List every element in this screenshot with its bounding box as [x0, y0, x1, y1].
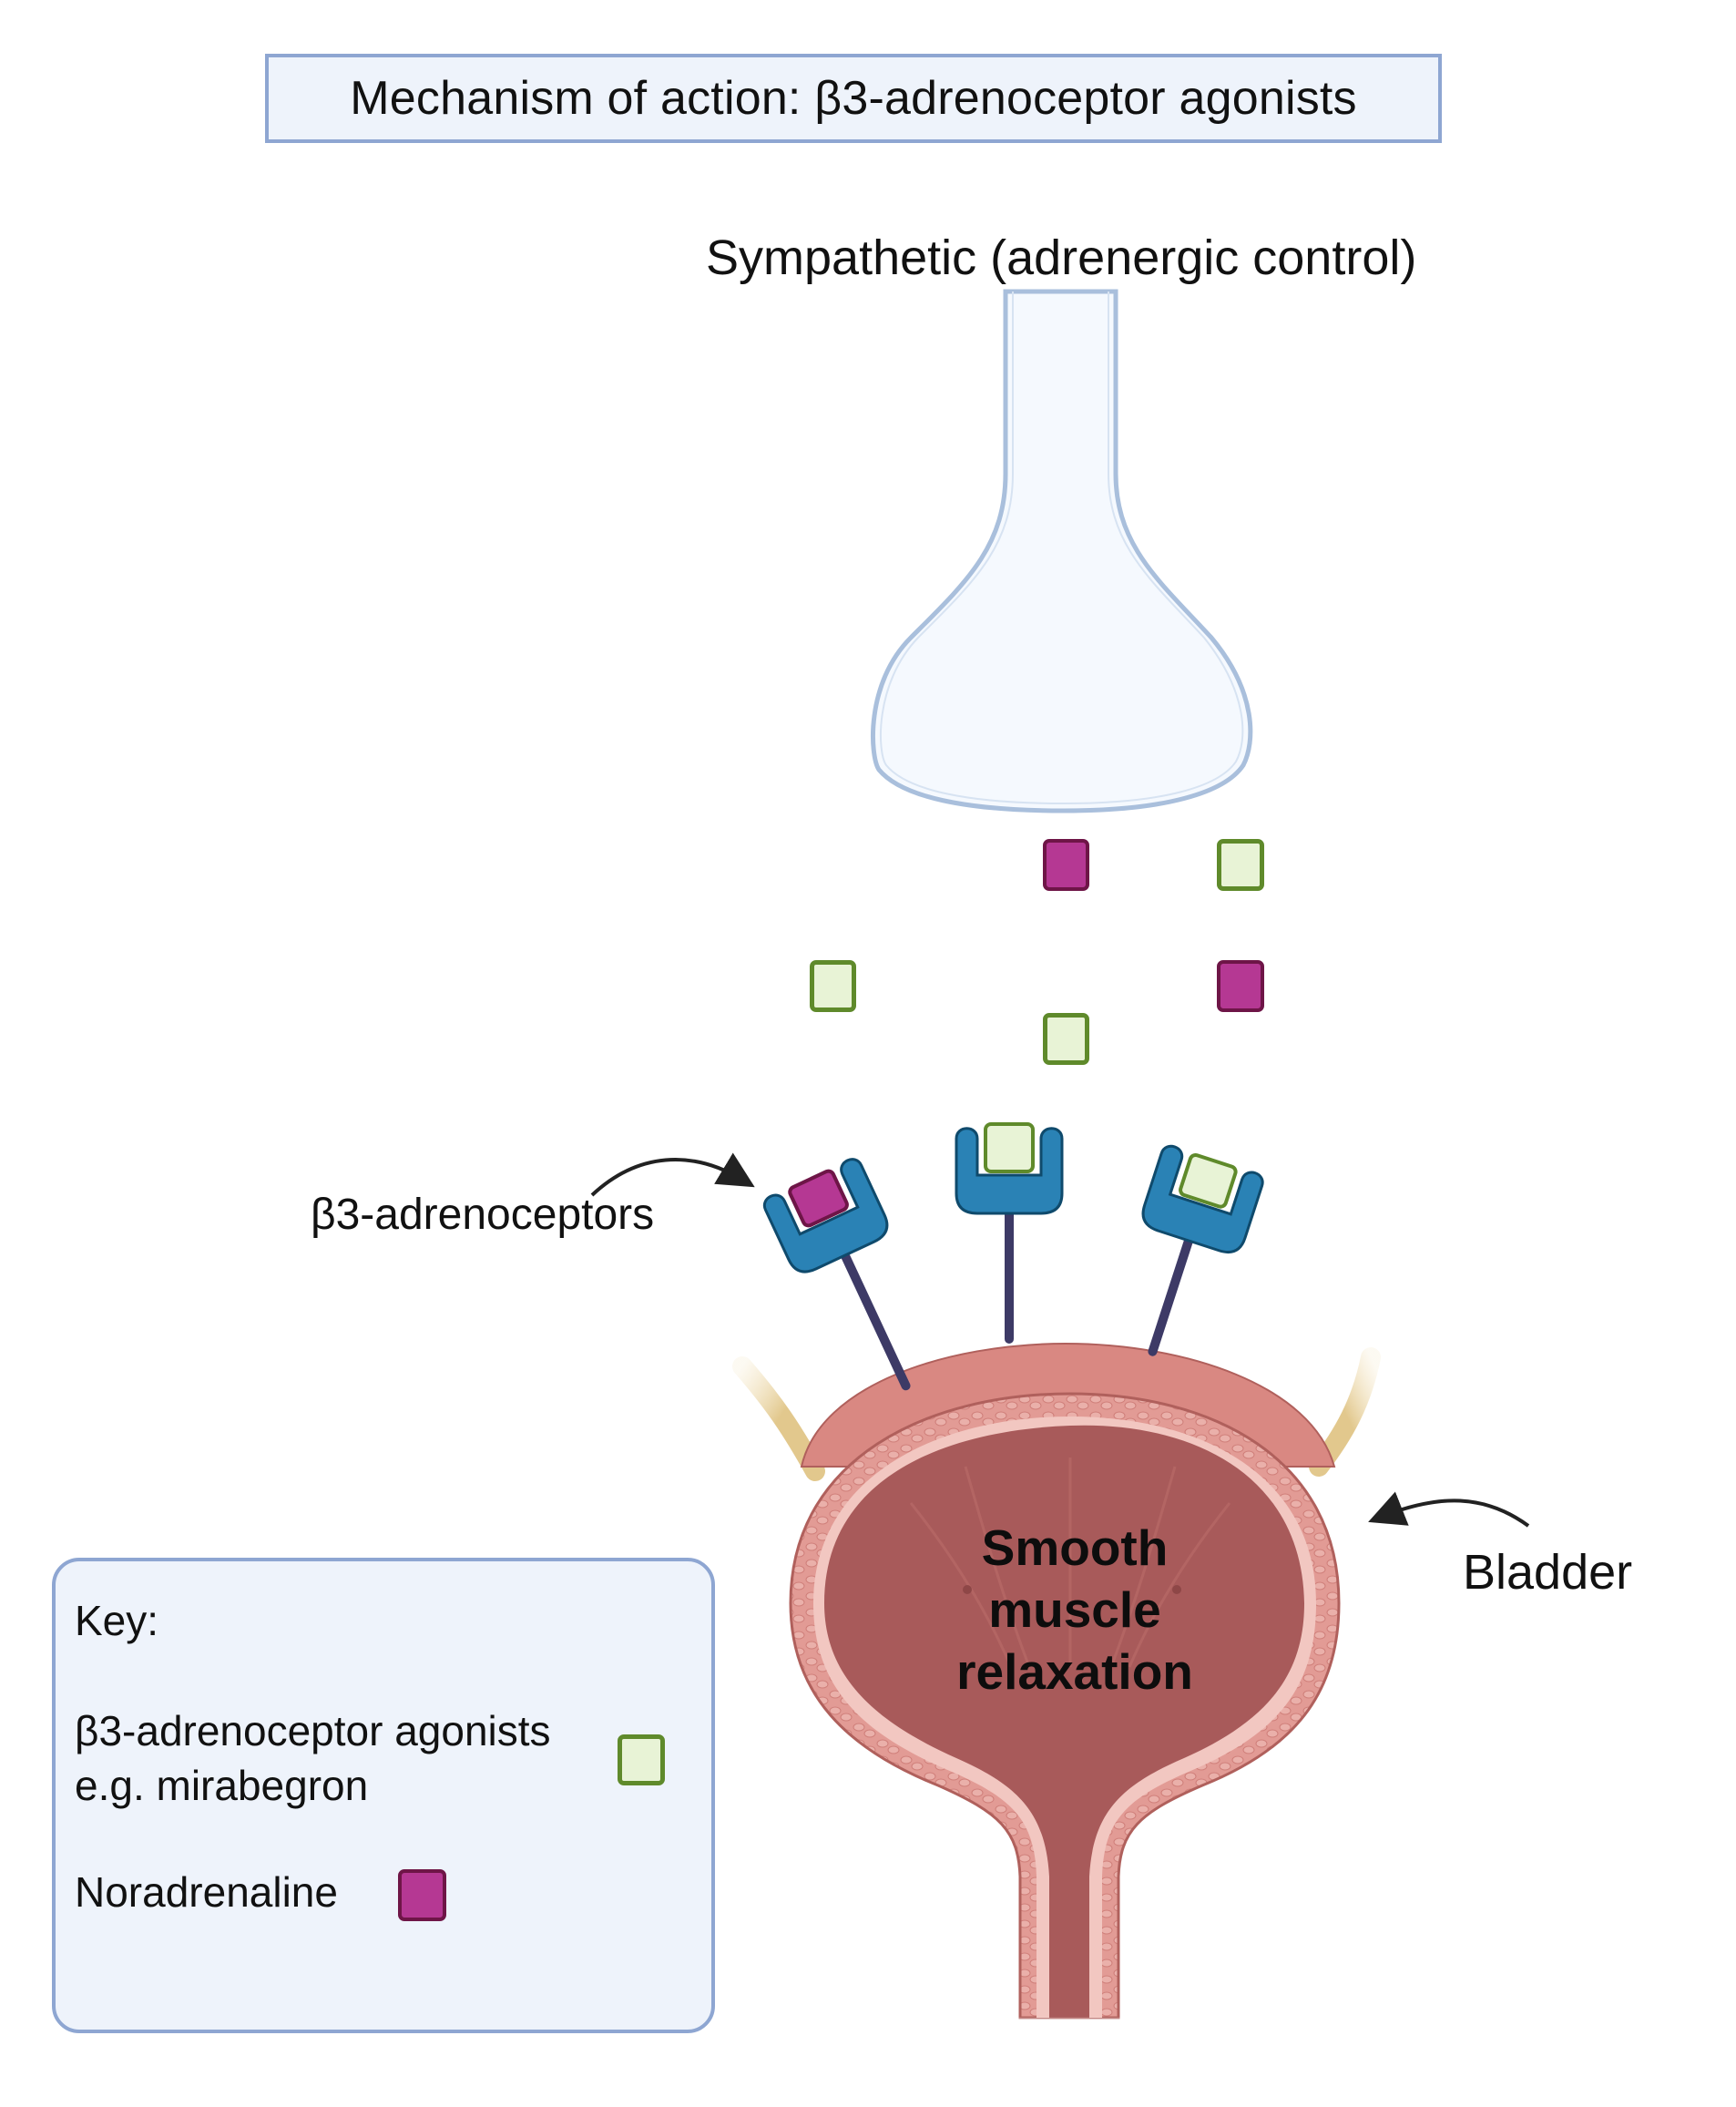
receptors	[762, 1122, 1264, 1391]
effect-label: Smooth muscle relaxation	[947, 1517, 1202, 1703]
neuron-terminal	[871, 273, 1253, 813]
agonist-molecule	[810, 960, 856, 1012]
key-item-agonist: β3-adrenoceptor agonists e.g. mirabegron	[75, 1703, 551, 1813]
key-box	[52, 1558, 715, 2033]
agonist-molecule	[1217, 839, 1264, 891]
bound-agonist	[1179, 1152, 1238, 1209]
key-agonist-symbol	[618, 1734, 665, 1785]
key-item-label: β3-adrenoceptor agonists	[75, 1707, 551, 1754]
effect-line: Smooth	[981, 1519, 1169, 1576]
receptors-label: β3-adrenoceptors	[311, 1191, 655, 1239]
agonist-molecule	[1043, 1013, 1089, 1065]
bound-noradrenaline	[788, 1169, 849, 1228]
bladder-label: Bladder	[1463, 1545, 1633, 1600]
key-noradrenaline-symbol	[398, 1869, 446, 1921]
effect-line: muscle	[988, 1581, 1161, 1638]
key-title: Key:	[75, 1597, 159, 1644]
bladder-pointer-arrow	[1368, 1491, 1530, 1528]
title-box: Mechanism of action: β3-adrenoceptor ago…	[265, 54, 1442, 143]
bladder	[789, 1342, 1341, 2022]
sympathetic-label: Sympathetic (adrenergic control)	[706, 230, 1417, 285]
key-item-sublabel: e.g. mirabegron	[75, 1762, 369, 1809]
receptor-3	[1141, 1144, 1264, 1356]
bound-agonist	[984, 1122, 1035, 1173]
key-item-noradrenaline: Noradrenaline	[75, 1868, 338, 1916]
noradrenaline-molecule	[1043, 839, 1089, 891]
receptor-pointer-arrow	[590, 1152, 755, 1197]
noradrenaline-molecule	[1217, 960, 1264, 1012]
receptor-2	[955, 1122, 1064, 1344]
effect-line: relaxation	[956, 1643, 1193, 1700]
diagram-title: Mechanism of action: β3-adrenoceptor ago…	[350, 72, 1357, 125]
receptor-1	[762, 1158, 911, 1391]
